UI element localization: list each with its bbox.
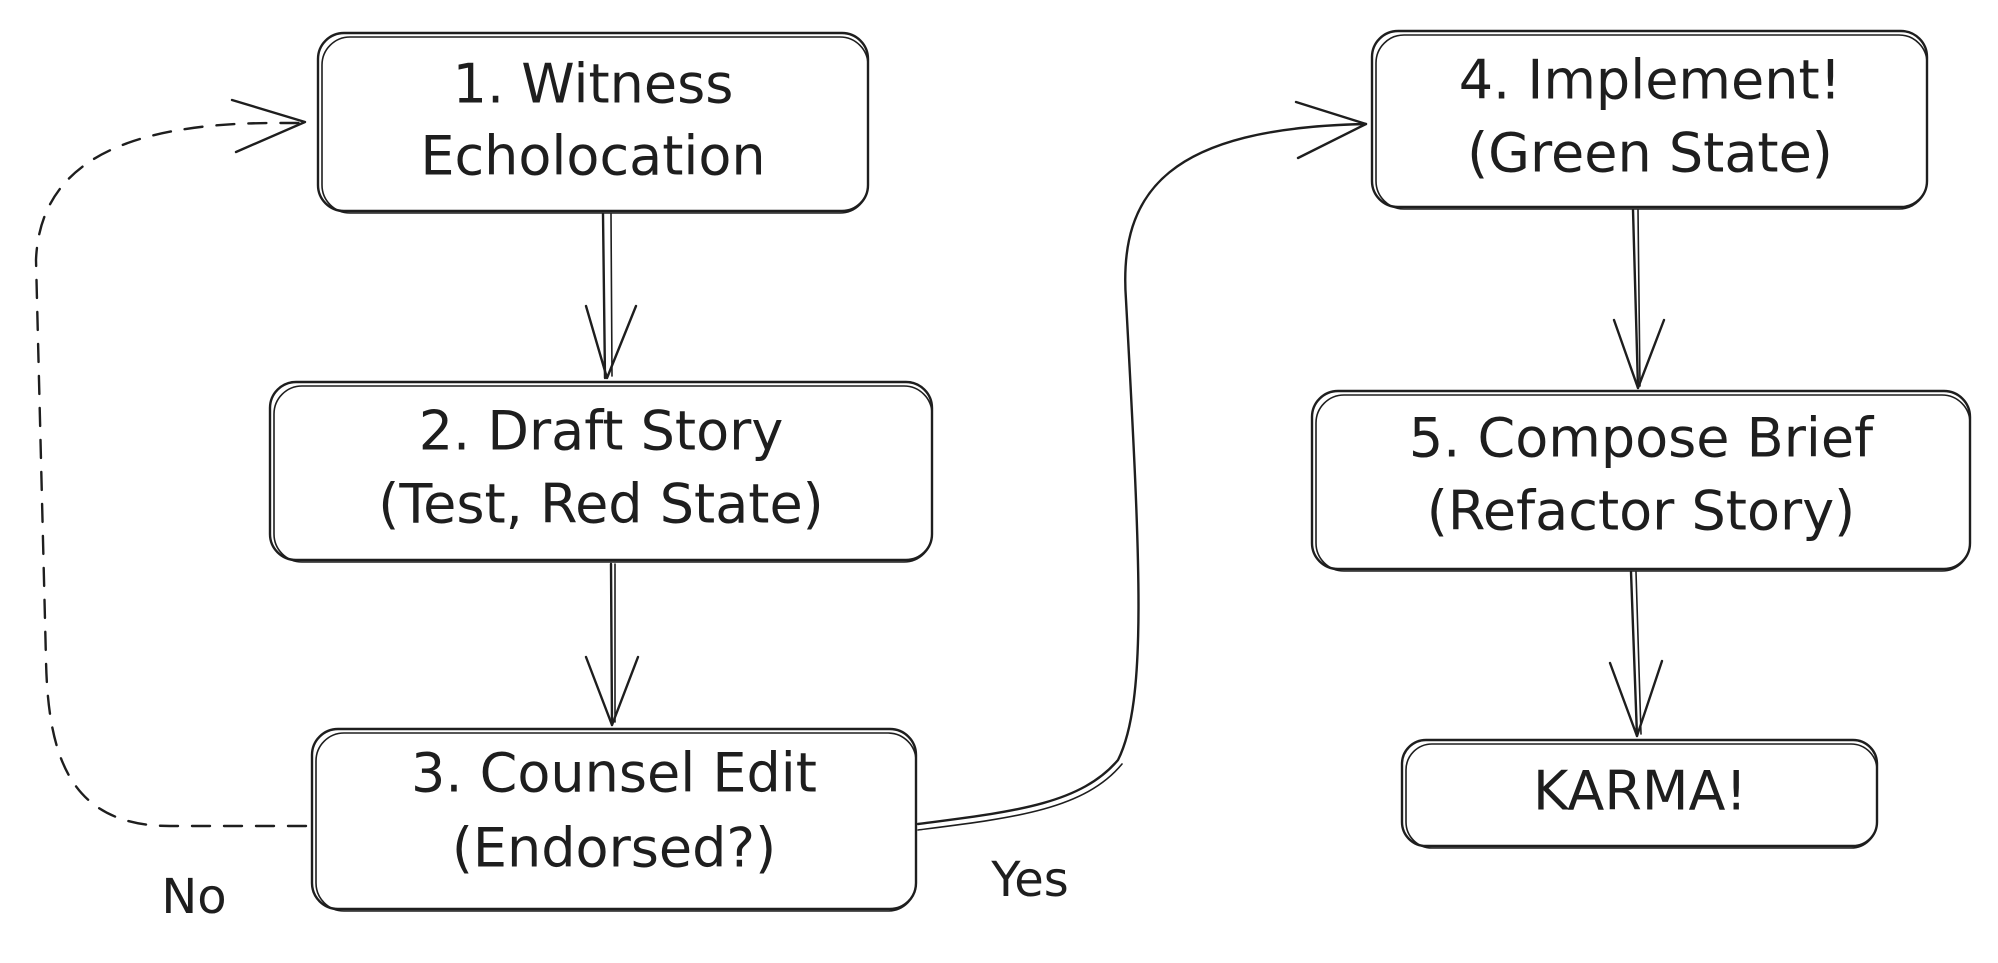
node-counsel[interactable]: 3. Counsel Edit (Endorsed?) [310, 727, 918, 912]
node-implement-line1: 4. Implement! [1459, 49, 1842, 112]
node-witness-line1: 1. Witness [453, 53, 734, 116]
node-counsel-line2: (Endorsed?) [452, 817, 776, 880]
arrow-draft-to-counsel [584, 562, 640, 727]
node-witness-line2: Echolocation [420, 125, 765, 188]
edge-label-no: No [161, 869, 226, 925]
edge-label-yes: Yes [990, 852, 1068, 908]
arrow-compose-to-karma [1608, 570, 1664, 738]
node-compose[interactable]: 5. Compose Brief (Refactor Story) [1310, 389, 1972, 572]
node-draft[interactable]: 2. Draft Story (Test, Red State) [268, 380, 934, 563]
arrow-implement-to-compose [1612, 208, 1666, 390]
node-draft-line1: 2. Draft Story [419, 400, 784, 463]
node-compose-line2: (Refactor Story) [1427, 480, 1855, 543]
arrow-counsel-to-implement-yes [916, 100, 1368, 831]
node-implement[interactable]: 4. Implement! (Green State) [1370, 29, 1929, 210]
node-draft-line2: (Test, Red State) [378, 473, 824, 536]
node-witness[interactable]: 1. Witness Echolocation [316, 31, 870, 214]
arrow-counsel-to-witness-no [34, 98, 308, 828]
node-karma-label: KARMA! [1533, 760, 1747, 823]
node-compose-line1: 5. Compose Brief [1409, 407, 1875, 470]
arrow-witness-to-draft [584, 212, 638, 380]
node-karma[interactable]: KARMA! [1400, 738, 1879, 849]
node-counsel-line1: 3. Counsel Edit [411, 742, 817, 805]
node-implement-line2: (Green State) [1467, 122, 1833, 185]
